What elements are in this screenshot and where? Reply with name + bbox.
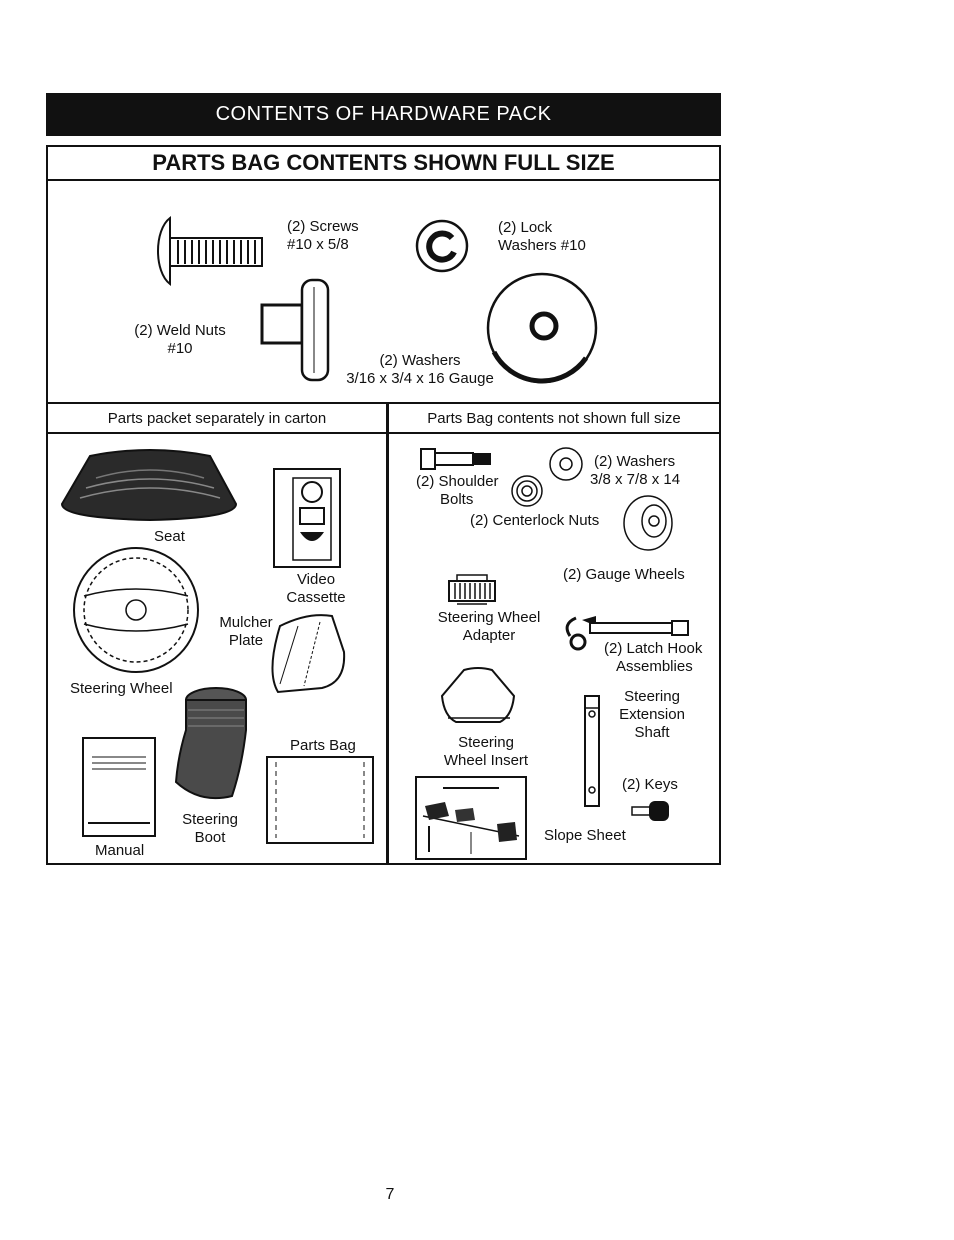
video-cassette-illustration	[273, 468, 341, 568]
manual-illustration	[82, 737, 156, 837]
steering-wheel-label: Steering Wheel	[70, 680, 173, 697]
steering-boot-illustration	[174, 687, 247, 800]
slope-sheet-illustration	[415, 776, 527, 860]
manual-label: Manual	[95, 842, 145, 859]
steering-boot-label: Steering Boot	[182, 811, 238, 846]
steering-extension-shaft-label: Steering Extension Shaft	[619, 688, 685, 741]
full-size-title: PARTS BAG CONTENTS SHOWN FULL SIZE	[48, 147, 719, 181]
section-divider	[48, 402, 719, 404]
weld-nuts-label: (2) Weld Nuts #10	[134, 322, 226, 357]
small-washer-illustration	[549, 447, 583, 481]
column-divider	[386, 404, 389, 865]
washers-small-size: 3/8 x 7/8 x 14	[590, 471, 681, 488]
latch-hook-illustration	[565, 616, 689, 651]
shoulder-bolt-illustration	[420, 448, 491, 470]
mulcher-plate-label: Mulcher Plate	[219, 614, 273, 649]
screw-illustration	[157, 215, 263, 287]
centerlock-nut-illustration	[511, 475, 543, 507]
centerlock-nuts-label: (2) Centerlock Nuts	[470, 512, 600, 529]
lock-washers-label: (2) Lock Washers #10	[498, 219, 586, 254]
steering-wheel-adapter-illustration	[448, 574, 496, 605]
mulcher-plate-illustration	[271, 614, 346, 694]
steering-wheel-adapter-label: Steering Wheel Adapter	[437, 609, 541, 644]
keys-label: (2) Keys	[622, 776, 678, 793]
slope-sheet-label: Slope Sheet	[544, 827, 626, 844]
right-panel-header: Parts Bag contents not shown full size	[389, 405, 719, 434]
section-banner: CONTENTS OF HARDWARE PACK	[46, 93, 721, 136]
washers-full-label: (2) Washers 3/16 x 3/4 x 16 Gauge	[346, 352, 494, 387]
gauge-wheel-illustration	[623, 495, 673, 551]
shoulder-bolts-label: (2) Shoulder Bolts	[416, 473, 499, 508]
left-panel-header: Parts packet separately in carton	[48, 405, 386, 434]
parts-bag-label: Parts Bag	[290, 737, 356, 754]
seat-label: Seat	[154, 528, 185, 545]
latch-hook-label: (2) Latch Hook Assemblies	[604, 640, 703, 675]
washer-illustration	[486, 272, 598, 384]
key-icon	[631, 801, 669, 821]
lock-washer-illustration	[415, 219, 469, 273]
contents-frame	[46, 145, 721, 865]
screws-label: (2) Screws #10 x 5/8	[287, 218, 359, 253]
page-number: 7	[385, 1186, 395, 1203]
steering-wheel-insert-label: Steering Wheel Insert	[443, 734, 529, 769]
steering-extension-shaft-illustration	[584, 695, 600, 807]
seat-illustration	[60, 449, 238, 522]
parts-bag-illustration	[266, 756, 374, 844]
steering-wheel-insert-illustration	[440, 667, 516, 723]
steering-wheel-illustration	[73, 547, 199, 673]
gauge-wheels-label: (2) Gauge Wheels	[563, 566, 685, 583]
video-cassette-label: Video Cassette	[286, 571, 346, 606]
weld-nut-illustration	[260, 278, 330, 382]
washers-small-label: (2) Washers	[594, 453, 676, 470]
